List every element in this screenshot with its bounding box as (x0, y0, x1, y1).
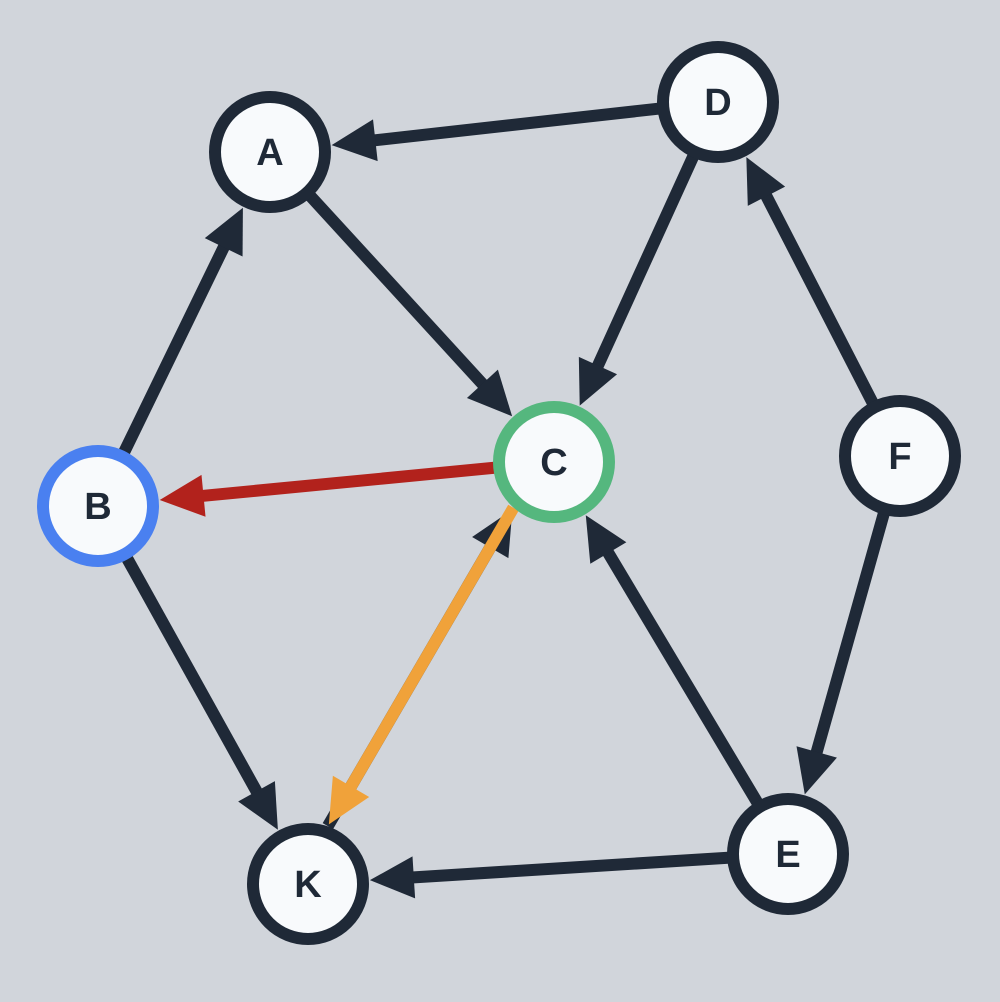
edge-line (306, 192, 490, 391)
arrowhead-icon (159, 474, 206, 517)
edge-line (409, 851, 729, 884)
edges (118, 102, 890, 899)
nodes: A B C D E F K (37, 41, 961, 945)
node-f[interactable]: F (839, 395, 961, 517)
node-label: B (84, 486, 111, 528)
node-label: A (256, 132, 283, 174)
edge-d-to-a (331, 102, 660, 162)
edge-line (370, 102, 660, 147)
node-circle (657, 41, 779, 163)
edge-line (590, 154, 699, 372)
node-label: F (888, 436, 911, 478)
node-circle (493, 401, 615, 523)
edge-e-to-c (585, 515, 763, 806)
arrowhead-icon (328, 775, 370, 825)
node-circle (209, 91, 331, 213)
edge-line (118, 241, 231, 455)
arrowhead-icon (238, 781, 278, 830)
edge-line (343, 504, 519, 793)
node-a[interactable]: A (209, 91, 331, 213)
edge-d-to-c (578, 154, 699, 406)
arrowhead-icon (204, 207, 243, 257)
edge-line (601, 546, 763, 806)
node-c[interactable]: C (493, 401, 615, 523)
edge-b-to-k (121, 555, 278, 830)
edge-line (809, 512, 890, 758)
arrowhead-icon (466, 369, 513, 417)
edge-c-to-k (328, 504, 519, 825)
node-label: E (775, 834, 800, 876)
node-k[interactable]: K (247, 823, 369, 945)
arrowhead-icon (585, 515, 627, 564)
edge-line (198, 461, 495, 503)
edge-e-to-k (369, 851, 729, 899)
edge-b-to-a (118, 207, 243, 455)
node-b[interactable]: B (37, 445, 159, 567)
edge-c-to-b (159, 461, 495, 517)
arrowhead-icon (796, 746, 837, 795)
edge-f-to-d (746, 157, 878, 406)
node-e[interactable]: E (727, 793, 849, 915)
arrowhead-icon (369, 856, 416, 899)
node-circle (37, 445, 159, 567)
edge-line (759, 189, 878, 406)
edge-a-to-c (306, 192, 513, 417)
arrowhead-icon (746, 157, 786, 206)
node-circle (247, 823, 369, 945)
node-label: C (540, 442, 567, 484)
node-label: K (294, 864, 322, 906)
edge-line (121, 555, 264, 798)
node-circle (727, 793, 849, 915)
arrowhead-icon (331, 119, 378, 162)
edge-f-to-e (796, 512, 890, 795)
node-label: D (704, 82, 731, 124)
node-circle (839, 395, 961, 517)
arrowhead-icon (578, 356, 618, 406)
node-d[interactable]: D (657, 41, 779, 163)
